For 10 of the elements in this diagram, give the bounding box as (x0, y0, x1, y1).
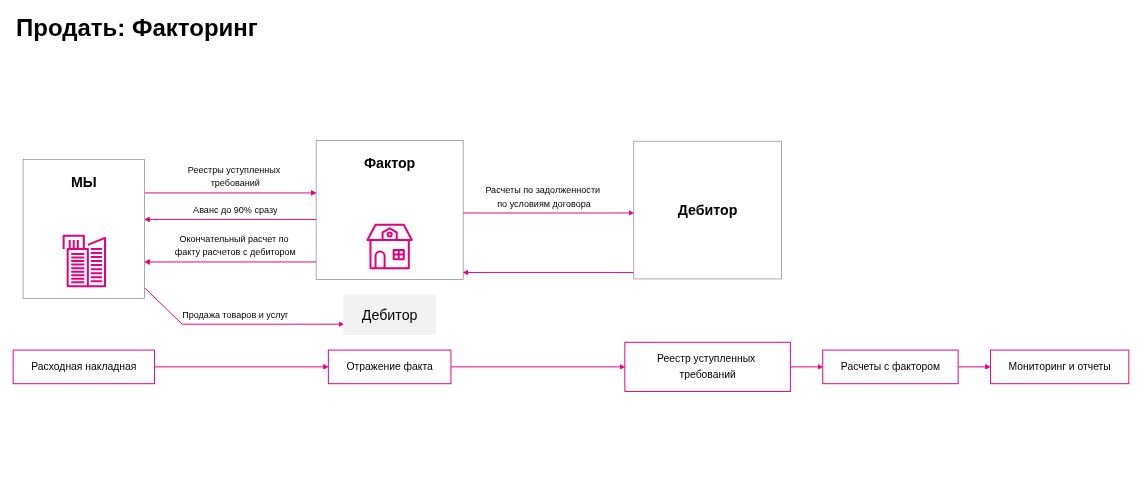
participant-name: Дебитор (677, 201, 738, 221)
diagram-title: Продать: Факторинг (16, 14, 258, 42)
process-step-text: Отражение факта (346, 360, 433, 375)
process-step-text: Расходная накладная (31, 360, 137, 375)
participant-name: МЫ (70, 172, 97, 192)
client-name: Дебитор (361, 305, 418, 325)
process-step-text: Мониторинг и отчеты (1008, 360, 1111, 375)
process-step-text: Реестр уступленных требований (656, 352, 757, 382)
participant-name: Фактор (364, 153, 416, 173)
process-step-text: Расчеты с фактором (840, 360, 940, 375)
